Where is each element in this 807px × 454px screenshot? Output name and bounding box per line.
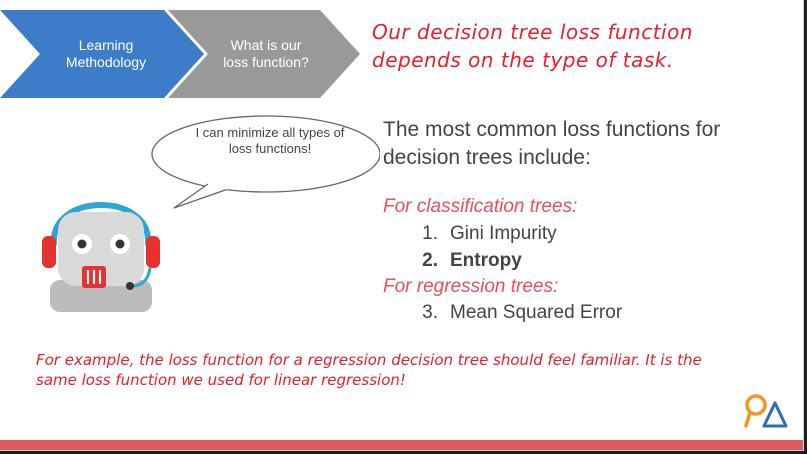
robot-headset-icon <box>42 202 160 312</box>
list-item: 1. Gini Impurity <box>402 222 557 246</box>
speech-bubble <box>151 115 380 209</box>
list-text: Mean Squared Error <box>450 302 623 323</box>
list-item: 2. Entropy <box>402 249 522 273</box>
list-item: 3. Mean Squared Error <box>402 301 622 325</box>
classification-heading: For classification trees: <box>383 196 578 217</box>
bottom-bar <box>0 440 803 450</box>
footnote: For example, the loss function for a reg… <box>36 351 702 389</box>
nav-step-label: Learning Methodology <box>65 37 147 70</box>
list-text: Entropy <box>450 250 522 271</box>
list-number: 1. <box>422 223 438 244</box>
intro-text: The most common loss functions for decis… <box>383 118 721 169</box>
regression-heading: For regression trees: <box>383 276 559 297</box>
list-number: 2. <box>422 250 438 271</box>
list-number: 3. <box>422 302 438 323</box>
headline: Our decision tree loss function depends … <box>372 20 694 72</box>
logo-icon <box>744 394 788 428</box>
nav-step-learning-methodology[interactable]: Learning Methodology <box>0 10 204 98</box>
bubble-text: I can minimize all types of loss functio… <box>195 125 345 156</box>
list-text: Gini Impurity <box>450 223 557 244</box>
nav-step-label: What is our loss function? <box>223 37 309 70</box>
